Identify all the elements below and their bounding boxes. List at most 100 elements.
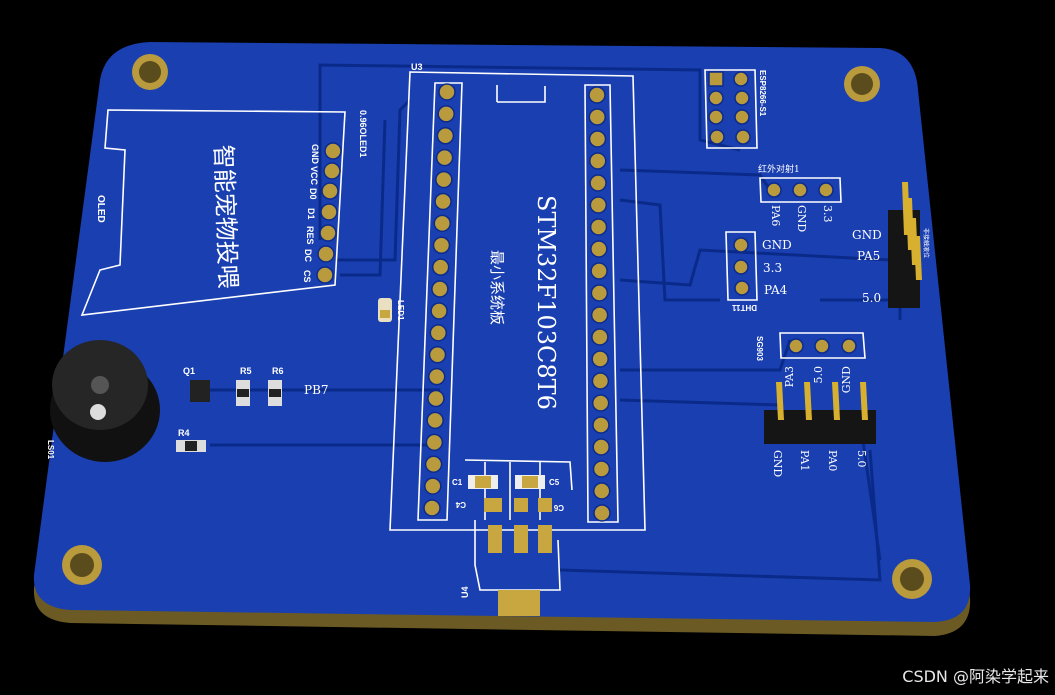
header-pin: [592, 460, 611, 478]
buzzer: LS01: [46, 340, 160, 462]
cap-ref: C6: [553, 503, 564, 512]
header-pin: [432, 236, 451, 255]
oled-module: 智能宠物投喂 OLED 0.96OLED1 GND VCC D0 D1 RES …: [80, 109, 368, 316]
r5-ref: R5: [240, 366, 252, 376]
pcb-board: [33, 42, 971, 622]
header-pin: [435, 148, 454, 167]
pb7-label: PB7: [304, 383, 329, 397]
dht11-header: GND 3.3 PA4 DHT11: [725, 231, 792, 312]
header-pin: [423, 499, 441, 517]
r4-ref: R4: [178, 428, 190, 438]
watermark: CSDN @阿染学起来: [902, 667, 1049, 686]
stm32-module: U3 STM32F103C8T6 最小系统板: [389, 62, 646, 531]
header-pin: [591, 372, 610, 390]
pin-label: GND: [310, 144, 320, 165]
header-pin: [589, 174, 607, 192]
header-pin: [588, 130, 607, 148]
header-pin: [590, 306, 609, 324]
pin-label: PA3: [783, 366, 796, 387]
header-pin: [429, 324, 448, 342]
header-pin: [426, 411, 444, 430]
header-pin: [588, 108, 607, 126]
oled-label: OLED: [95, 195, 106, 223]
pin-label: GND: [852, 228, 882, 242]
header-pin: [437, 105, 455, 123]
mcu-ref: U3: [411, 62, 423, 72]
header-pin: [589, 218, 608, 236]
header-pin: [435, 170, 453, 189]
oled-title: 智能宠物投喂: [209, 144, 242, 289]
r6-ref: R6: [272, 366, 284, 376]
cap-ref: C4: [455, 500, 466, 509]
level-sensor-header: GND PA5 5.0 非接触液位: [852, 182, 930, 308]
header-pin: [590, 262, 608, 280]
pin-label: VCC: [309, 166, 319, 186]
oled-pins: [316, 142, 342, 284]
regulator-ref: U4: [460, 586, 470, 598]
pin-label: 5.0: [862, 291, 881, 305]
pin-label: GND: [795, 205, 808, 232]
header-pin: [424, 455, 443, 473]
header-pin: [427, 389, 445, 408]
pin-label: PA0: [826, 450, 839, 471]
pin-label: CS: [302, 270, 312, 283]
dht-ref: DHT11: [732, 303, 757, 312]
header-pin: [430, 302, 448, 320]
header-pin: [591, 394, 610, 412]
header-pin: [431, 280, 449, 298]
pin-label: 5.0: [855, 450, 868, 468]
pin-label: D0: [308, 188, 318, 200]
header-pin: [593, 504, 611, 522]
power-section: C1 C5 C4 C6 U4: [452, 459, 573, 616]
header-pin: [434, 192, 452, 211]
pin-label: PA1: [798, 450, 811, 471]
q-ref: Q1: [183, 366, 195, 376]
pin-label: PA5: [857, 249, 880, 263]
header-pin: [592, 438, 610, 456]
ir-ref: 红外对射1: [758, 163, 800, 175]
mcu-right-header: [584, 84, 619, 523]
header-pin: [590, 284, 609, 302]
header-pin: [438, 83, 456, 101]
pin-label: GND: [771, 450, 784, 477]
pin-label: DC: [303, 249, 313, 262]
header-pin: [589, 196, 608, 214]
esp8266-header: ESP8266-S1: [704, 69, 767, 149]
pin-label: GND: [762, 238, 792, 252]
header-pin: [428, 345, 447, 364]
ir-sensor-header: 红外对射1 PA6 GND 3.3: [758, 163, 842, 232]
level-ref: 非接触液位: [922, 228, 930, 258]
header-pin: [436, 127, 455, 145]
buzzer-ref: LS01: [46, 440, 55, 460]
mounting-holes: [62, 54, 932, 599]
header-outline: [417, 82, 463, 521]
pin-label: PA6: [769, 205, 782, 226]
led-ref: LED1: [396, 300, 405, 321]
cap-ref: C5: [549, 478, 560, 487]
header-pin: [591, 350, 609, 368]
header-pin: [588, 86, 606, 104]
header-pin: [592, 482, 611, 500]
pin-label: 5.0: [812, 366, 825, 384]
esp-ref: ESP8266-S1: [758, 70, 767, 117]
mcu-desc: 最小系统板: [488, 250, 506, 325]
pin-label: GND: [840, 366, 853, 393]
header-pin: [592, 416, 610, 434]
header-pin: [425, 433, 444, 452]
oled-ref: 0.96OLED1: [358, 110, 368, 158]
four-pin-header: GND PA1 PA0 5.0: [764, 382, 876, 477]
header-pin: [591, 328, 609, 346]
mcu-part: STM32F103C8T6: [532, 195, 560, 410]
header-pin: [590, 240, 608, 258]
header-pin: [427, 367, 446, 386]
header-pin: [424, 477, 442, 495]
mcu-left-header: [417, 82, 463, 521]
header-pin: [589, 152, 607, 170]
pin-label: D1: [306, 208, 316, 220]
pin-label: RES: [305, 226, 315, 245]
header-outline: [584, 84, 619, 523]
pin-label: 3.3: [763, 261, 782, 275]
header-pin: [431, 258, 450, 276]
servo-ref: SG903: [755, 336, 764, 361]
